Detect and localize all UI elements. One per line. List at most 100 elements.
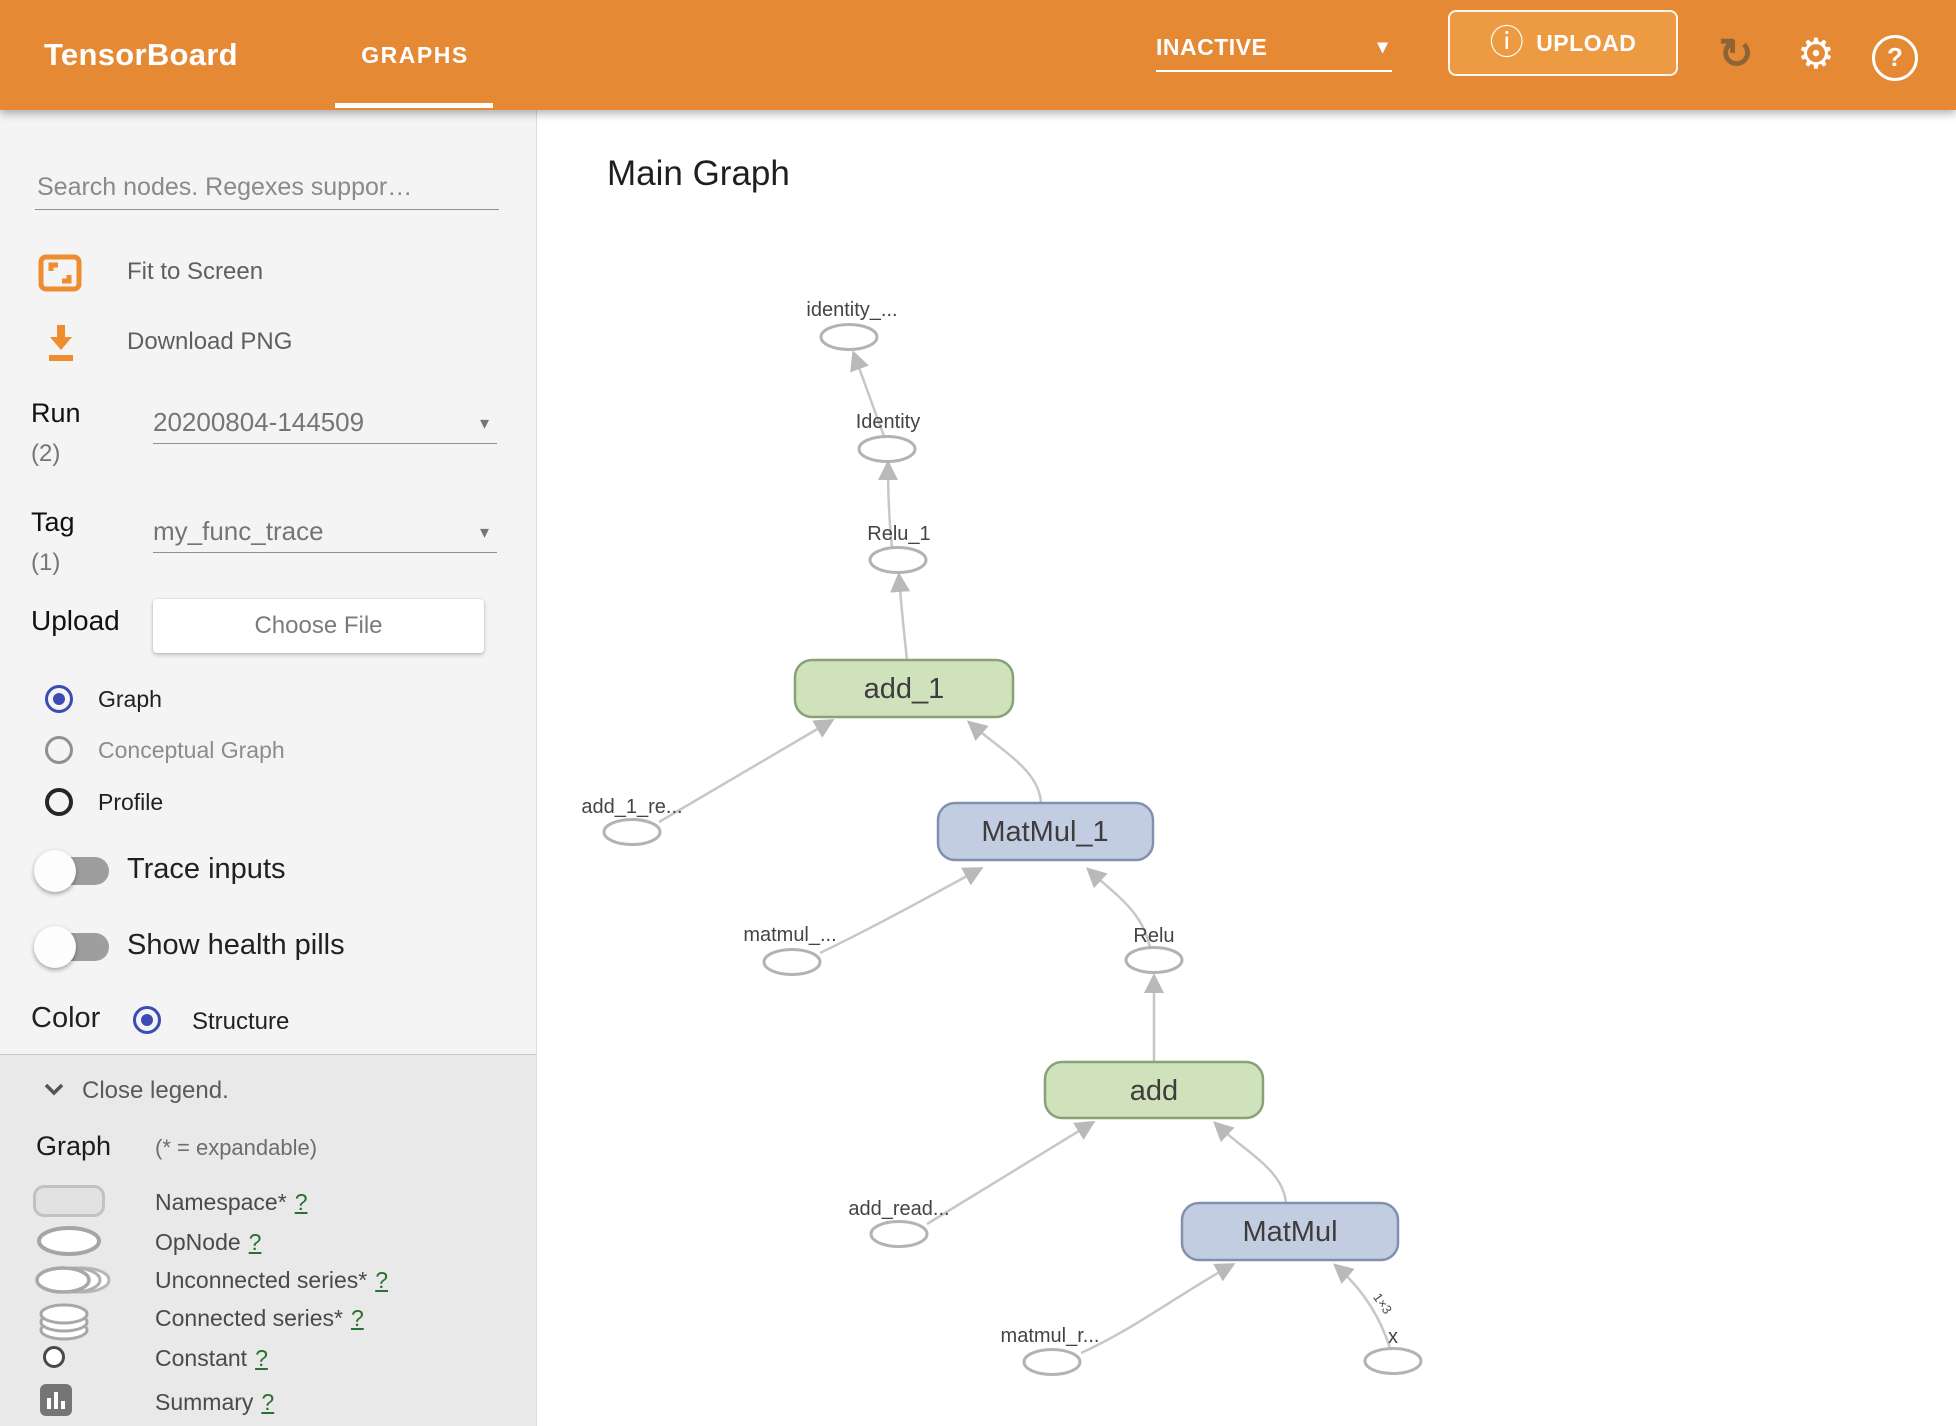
legend-item-constant: Constant? xyxy=(0,1341,536,1381)
search-input[interactable] xyxy=(35,165,499,210)
refresh-icon[interactable]: ↻ xyxy=(1718,30,1754,77)
node-add_read-label: add_read... xyxy=(848,1198,949,1220)
node-matmul_read[interactable] xyxy=(762,948,822,976)
node-add_1_read[interactable] xyxy=(602,818,662,846)
node-add_1[interactable] xyxy=(793,658,1015,719)
help-link[interactable]: ? xyxy=(375,1267,389,1293)
color-structure-radio[interactable] xyxy=(133,1006,161,1034)
edge-matmulr-to-matmul xyxy=(1080,1263,1236,1355)
app-logo: TensorBoard xyxy=(44,37,238,72)
help-icon-glyph: ? xyxy=(1887,42,1903,72)
graph-op-nodes: add_1 MatMul_1 add MatMul xyxy=(793,658,1400,1262)
tab-graphs[interactable]: GRAPHS xyxy=(361,42,469,68)
view-radio-profile-label: Profile xyxy=(98,789,164,815)
upload-field-label: Upload xyxy=(31,605,120,636)
graph-canvas[interactable]: Main Graph 1×3 xyxy=(536,110,1956,1426)
trace-inputs-toggle[interactable]: Trace inputs xyxy=(0,848,536,894)
help-icon[interactable]: ? xyxy=(1872,35,1918,81)
help-link[interactable]: ? xyxy=(294,1189,308,1215)
download-png-button[interactable]: Download PNG xyxy=(0,320,536,366)
edge-relu1-to-identity xyxy=(878,460,899,549)
chevron-down-icon: ▾ xyxy=(479,413,489,433)
info-icon: ⓘ xyxy=(1489,24,1525,62)
app-header: TensorBoard GRAPHS INACTIVE ▾ ⓘ UPLOAD ↻… xyxy=(0,0,1956,110)
chevron-down-icon xyxy=(42,1081,66,1102)
edge-add1re-to-add1 xyxy=(658,718,835,824)
node-relu_1[interactable] xyxy=(868,546,928,574)
namespace-icon xyxy=(33,1185,105,1217)
run-count: (2) xyxy=(31,440,61,467)
node-identity[interactable] xyxy=(857,435,917,463)
legend-unconnected-label: Unconnected series* xyxy=(155,1267,368,1293)
view-radio-graph-label: Graph xyxy=(98,686,162,712)
radio-unselected-icon xyxy=(45,736,73,764)
edge-addread-to-add xyxy=(926,1120,1096,1226)
view-radio-conceptual-label: Conceptual Graph xyxy=(98,737,285,763)
graph-ellipse-nodes: identity_... Identity Relu_1 add_1_re...… xyxy=(581,299,1423,1376)
node-matmul_1[interactable] xyxy=(936,801,1155,862)
node-matmul[interactable] xyxy=(1180,1201,1400,1262)
run-label: Run xyxy=(31,398,81,428)
help-link[interactable]: ? xyxy=(261,1389,275,1415)
main-graph-title: Main Graph xyxy=(607,154,790,193)
legend-item-opnode: OpNode? xyxy=(0,1225,536,1265)
node-identity-label: Identity xyxy=(856,411,920,433)
status-dropdown[interactable]: INACTIVE ▾ xyxy=(1156,26,1392,72)
node-x[interactable] xyxy=(1363,1347,1423,1375)
fit-to-screen-icon xyxy=(37,252,83,299)
legend-item-summary: Summary? xyxy=(0,1384,536,1425)
node-relu[interactable] xyxy=(1124,946,1184,974)
close-legend-button[interactable]: Close legend. xyxy=(0,1073,536,1113)
edge-identity-to-identityout xyxy=(850,350,887,440)
fit-to-screen-button[interactable]: Fit to Screen xyxy=(0,250,536,296)
node-add[interactable] xyxy=(1043,1060,1265,1120)
node-add_1-label: add_1 xyxy=(864,673,945,705)
node-identity-out[interactable] xyxy=(819,323,879,351)
legend-item-namespace: Namespace*? xyxy=(0,1185,536,1225)
chevron-down-icon: ▾ xyxy=(1377,36,1388,58)
view-radio-profile[interactable]: Profile xyxy=(0,785,536,825)
legend-connected-label: Connected series* xyxy=(155,1305,343,1331)
node-relu_1-label: Relu_1 xyxy=(867,523,930,545)
node-x-label: x xyxy=(1388,1326,1398,1348)
sidebar: Fit to Screen Download PNG Run (2) 20200… xyxy=(0,110,537,1426)
run-dropdown[interactable]: 20200804-144509 ▾ xyxy=(153,403,497,444)
help-link[interactable]: ? xyxy=(248,1229,262,1255)
view-radio-conceptual-graph[interactable]: Conceptual Graph xyxy=(0,733,536,773)
node-matmul_1-label: MatMul_1 xyxy=(981,816,1108,848)
help-link[interactable]: ? xyxy=(255,1345,268,1371)
view-radio-graph[interactable]: Graph xyxy=(0,682,536,722)
edge-matmul-to-add xyxy=(1213,1121,1288,1204)
gear-icon[interactable]: ⚙ xyxy=(1797,30,1835,77)
close-legend-label: Close legend. xyxy=(82,1077,229,1104)
summary-icon xyxy=(40,1384,72,1416)
node-relu-label: Relu xyxy=(1133,925,1174,947)
legend-title: Graph xyxy=(36,1131,112,1161)
show-health-pills-toggle[interactable]: Show health pills xyxy=(0,924,536,970)
legend-constant-label: Constant xyxy=(155,1345,248,1371)
tag-count: (1) xyxy=(31,549,61,576)
edge-x-to-matmul xyxy=(1332,1263,1392,1349)
node-identity-out-label: identity_... xyxy=(806,299,897,321)
node-matmul_r[interactable] xyxy=(1022,1348,1082,1376)
legend-namespace-label: Namespace* xyxy=(155,1189,287,1215)
tag-label: Tag xyxy=(31,507,75,537)
download-png-label: Download PNG xyxy=(127,328,293,355)
help-link[interactable]: ? xyxy=(350,1305,364,1331)
node-matmul_read-label: matmul_... xyxy=(743,924,836,946)
tab-active-indicator xyxy=(335,103,493,108)
upload-button[interactable]: ⓘ UPLOAD xyxy=(1448,10,1678,76)
node-matmul-label: MatMul xyxy=(1242,1216,1337,1248)
tag-dropdown[interactable]: my_func_trace ▾ xyxy=(153,512,497,553)
show-health-pills-label: Show health pills xyxy=(127,929,345,961)
color-by-row: Color Structure xyxy=(0,1000,536,1044)
radio-unselected-icon xyxy=(45,788,73,816)
choose-file-button[interactable]: Choose File xyxy=(153,599,484,653)
edge-relu-to-matmul1 xyxy=(1086,867,1152,949)
legend-panel: Close legend. Graph (* = expandable) Nam… xyxy=(0,1054,536,1426)
chevron-down-icon: ▾ xyxy=(479,522,489,542)
edge-add1-to-relu1 xyxy=(890,572,911,661)
node-add_read[interactable] xyxy=(869,1220,929,1248)
graph-svg: 1×3 add_1 MatMul_1 add MatMul identity_.… xyxy=(581,299,1423,1376)
